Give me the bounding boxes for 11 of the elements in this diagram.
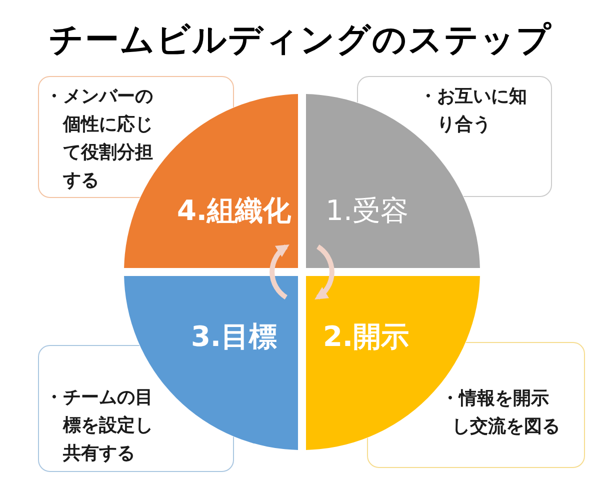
bullet-text: ・チームの目標を設定し共有する (45, 386, 154, 466)
step-label: 4.組織化 (176, 194, 292, 228)
bullet-text: ・情報を開示し交流を図る (440, 387, 561, 439)
step-label: 1.受容 (326, 194, 408, 228)
title: チームビルディングのステップ (49, 19, 552, 62)
callout-box (357, 76, 552, 197)
bullet-text: ・メンバーの個性に応じて役割分担する (45, 85, 154, 193)
step-label: 2.開示 (322, 320, 410, 354)
bullet-text: ・お互いに知り合う (419, 85, 528, 137)
callout-box (38, 76, 234, 198)
step-label: 3.目標 (190, 320, 278, 354)
